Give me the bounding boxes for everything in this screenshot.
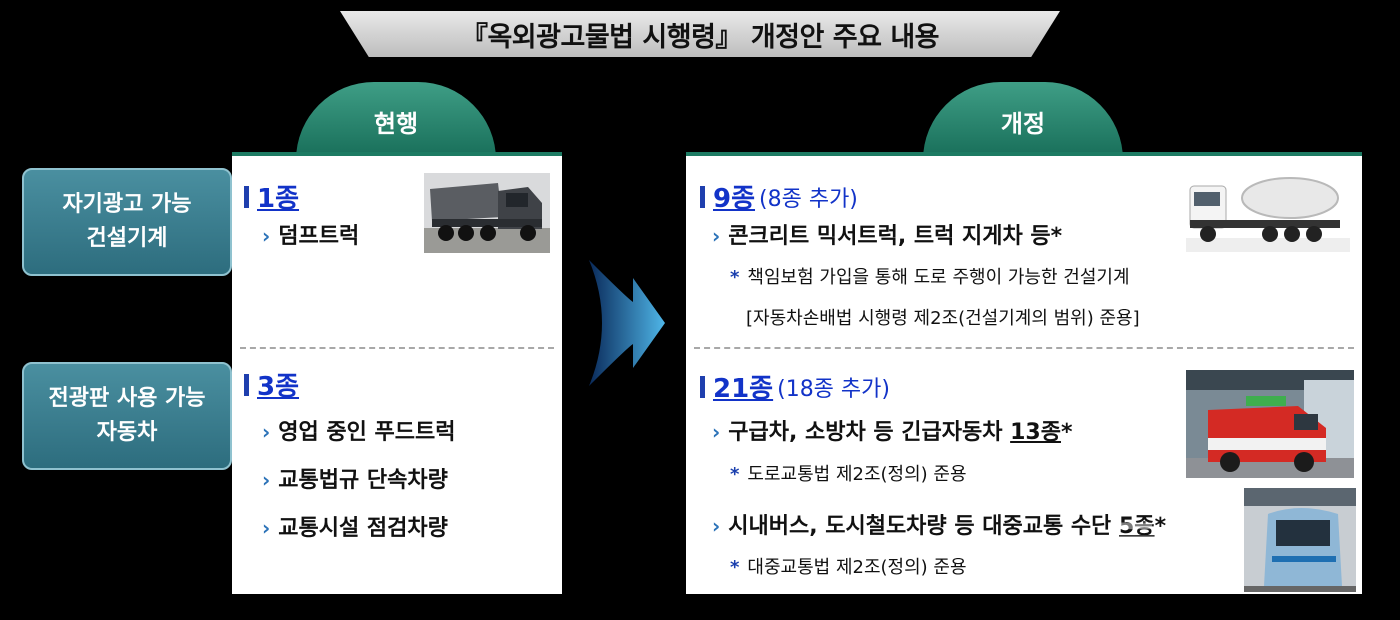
- current-sec2-heading: 3종: [244, 366, 299, 403]
- list-item-mark: *: [1154, 514, 1167, 539]
- tab-current: 현행: [296, 82, 496, 160]
- transit-count: 5종: [1119, 514, 1155, 539]
- list-item: › 덤프트럭: [262, 218, 359, 250]
- current-sec1-count: 1종: [257, 184, 300, 214]
- revised-sec1-count: 9종: [713, 184, 756, 214]
- arrow-right-icon: [589, 260, 665, 386]
- chevron-right-icon: ›: [262, 224, 271, 248]
- current-sec1-heading: 1종: [244, 178, 299, 215]
- list-item: › 구급차, 소방차 등 긴급자동차 13종*: [712, 414, 1073, 446]
- list-item: › 교통시설 점검차량: [262, 510, 448, 542]
- tab-current-label: 현행: [373, 110, 419, 138]
- footnote: * 대중교통법 제2조(정의) 준용: [730, 553, 967, 579]
- divider: [694, 347, 1354, 349]
- list-item-text: 교통시설 점검차량: [278, 516, 448, 541]
- square-bullet-icon: [700, 375, 705, 398]
- mixer-truck-image: [1186, 168, 1350, 252]
- side-label-vehicle: 전광판 사용 가능 자동차: [22, 362, 232, 470]
- list-item-text: 영업 중인 푸드트럭: [278, 420, 456, 445]
- tab-revised-label: 개정: [1000, 110, 1046, 138]
- footnote-text: 책임보험 가입을 통해 도로 주행이 가능한 건설기계: [747, 267, 1130, 288]
- revised-sec1-heading: 9종 (8종 추가): [700, 178, 858, 215]
- chevron-right-icon: ›: [262, 516, 271, 540]
- square-bullet-icon: [244, 373, 249, 396]
- list-item-text: 구급차, 소방차 등 긴급자동차: [728, 420, 1011, 445]
- revised-sec2-added: (18종 추가): [777, 376, 890, 402]
- tab-current-line: [232, 152, 562, 156]
- footnote-ref: [자동차손배법 시행령 제2조(건설기계의 범위) 준용]: [746, 308, 1140, 329]
- list-item: › 시내버스, 도시철도차량 등 대중교통 수단 5종*: [712, 508, 1166, 540]
- asterisk-icon: *: [730, 557, 740, 578]
- list-item-text: 교통법규 단속차량: [278, 468, 448, 493]
- tab-revised: 개정: [923, 82, 1123, 160]
- asterisk-icon: *: [730, 464, 740, 485]
- footnote: * 도로교통법 제2조(정의) 준용: [730, 460, 967, 486]
- asterisk-icon: *: [730, 267, 740, 288]
- title-banner: 『옥외광고물법 시행령』 개정안 주요 내용: [340, 11, 1060, 57]
- tab-revised-line: [686, 152, 1362, 156]
- subway-train-image: [1244, 488, 1356, 592]
- revised-sec1-added: (8종 추가): [759, 186, 858, 212]
- chevron-right-icon: ›: [262, 420, 271, 444]
- current-sec2-count: 3종: [257, 372, 300, 402]
- emergency-count: 13종: [1010, 420, 1061, 445]
- list-item-text: 덤프트럭: [278, 224, 360, 249]
- fire-truck-image: [1186, 370, 1354, 478]
- revised-sec2-count: 21종: [713, 374, 774, 404]
- chevron-right-icon: ›: [712, 224, 721, 248]
- chevron-right-icon: ›: [712, 514, 721, 538]
- revised-sec2-heading: 21종 (18종 추가): [700, 368, 890, 405]
- footnote-text: 도로교통법 제2조(정의) 준용: [747, 464, 967, 485]
- chevron-right-icon: ›: [712, 420, 721, 444]
- list-item: › 교통법규 단속차량: [262, 462, 448, 494]
- page-title: 『옥외광고물법 시행령』 개정안 주요 내용: [460, 21, 940, 53]
- watermark-logo: 뉴스1: [1092, 497, 1251, 574]
- divider: [240, 347, 554, 349]
- footnote-text: 대중교통법 제2조(정의) 준용: [747, 557, 967, 578]
- list-item: › 영업 중인 푸드트럭: [262, 414, 456, 446]
- list-item-mark: *: [1060, 420, 1073, 445]
- side-label-construction: 자기광고 가능 건설기계: [22, 168, 232, 276]
- square-bullet-icon: [244, 185, 249, 208]
- list-item-text: 콘크리트 믹서트럭, 트럭 지게차 등*: [728, 224, 1063, 249]
- square-bullet-icon: [700, 185, 705, 208]
- list-item: › 콘크리트 믹서트럭, 트럭 지게차 등*: [712, 218, 1062, 250]
- dump-truck-image: [424, 173, 550, 253]
- list-item-text: 시내버스, 도시철도차량 등 대중교통 수단: [728, 514, 1119, 539]
- footnote: * 책임보험 가입을 통해 도로 주행이 가능한 건설기계: [730, 263, 1130, 289]
- chevron-right-icon: ›: [262, 468, 271, 492]
